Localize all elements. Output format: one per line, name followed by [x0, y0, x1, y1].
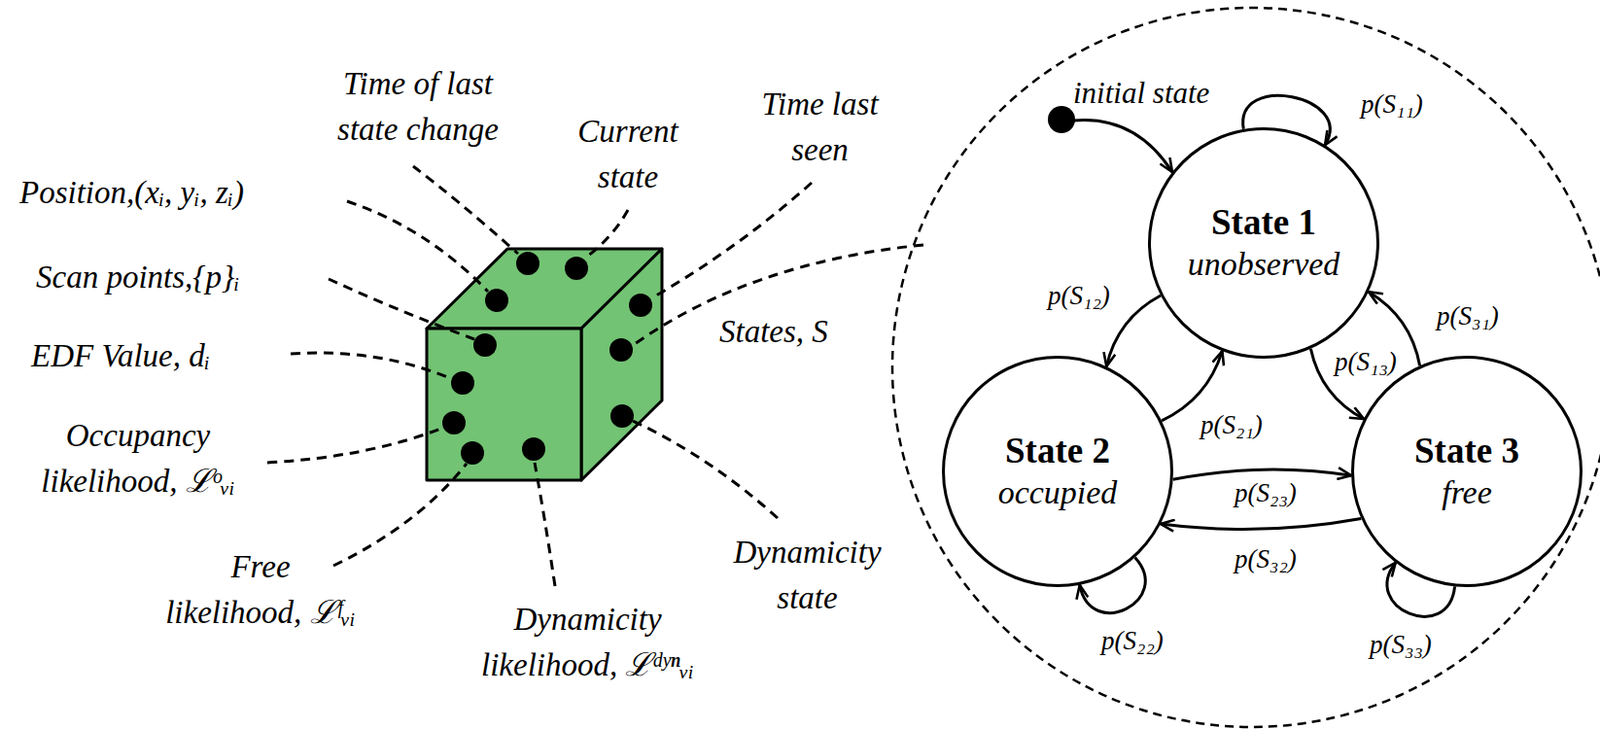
attribute-label: States, S	[719, 309, 829, 355]
attribute-dots	[442, 251, 653, 465]
transition-probability: p(S₁₃)	[1331, 347, 1400, 378]
transition-probability: p(S₁₁)	[1357, 90, 1427, 120]
state-name: occupied	[998, 473, 1118, 514]
state-title: State 3	[1414, 429, 1520, 473]
transition-probability: p(S₁₂)	[1044, 281, 1114, 312]
attribute-label: Dynamicity likelihood, ℒᵈʸⁿᵥᵢ	[479, 596, 696, 689]
attribute-label: Position,(xᵢ, yᵢ, zᵢ)	[19, 170, 244, 216]
attribute-label: Dynamicity state	[730, 529, 884, 622]
transition-arrow	[1106, 295, 1161, 367]
voxel-cube	[426, 248, 662, 481]
state-circle: State 3free	[1351, 355, 1583, 588]
transition-probability: p(S₃₃)	[1366, 630, 1435, 661]
transition-arrow	[1173, 469, 1352, 480]
transition-probability: p(S₃₂)	[1231, 545, 1300, 575]
circle-outline	[1147, 127, 1380, 359]
attribute-label: Free likelihood, ℒᶠᵥᵢ	[163, 544, 358, 636]
initial-arrow	[1073, 119, 1173, 173]
transition-probability: p(S₂₁)	[1197, 411, 1266, 441]
attribute-label: EDF Value, dᵢ	[31, 333, 210, 380]
state-circle: State 2occupied	[941, 355, 1174, 588]
attribute-label: initial state	[1073, 71, 1210, 115]
transition-probability: p(S₃₁)	[1433, 302, 1502, 332]
state-name: unobserved	[1187, 244, 1341, 285]
state-region	[892, 7, 1600, 728]
leader-lines	[267, 166, 924, 587]
attribute-label: Current state	[575, 108, 681, 201]
initial-state-dot	[1047, 105, 1076, 134]
circle-outline	[1351, 355, 1583, 588]
state-name: free	[1441, 473, 1493, 514]
attribute-label: Occupancy likelihood, ℒᵒᵥᵢ	[38, 413, 238, 505]
circle-outline	[941, 355, 1174, 588]
transition-probability: p(S₂₃)	[1231, 479, 1300, 509]
state-circle: State 1unobserved	[1147, 127, 1380, 359]
transition-probability: p(S₂₂)	[1098, 626, 1167, 657]
transition-arrow	[1160, 518, 1361, 529]
attribute-label: Scan points,{p}ᵢ	[35, 254, 240, 301]
state-title: State 2	[1005, 429, 1111, 473]
attribute-label: Time of last state change	[335, 61, 501, 153]
state-title: State 1	[1211, 201, 1317, 244]
attribute-label: Time last seen	[759, 81, 881, 174]
